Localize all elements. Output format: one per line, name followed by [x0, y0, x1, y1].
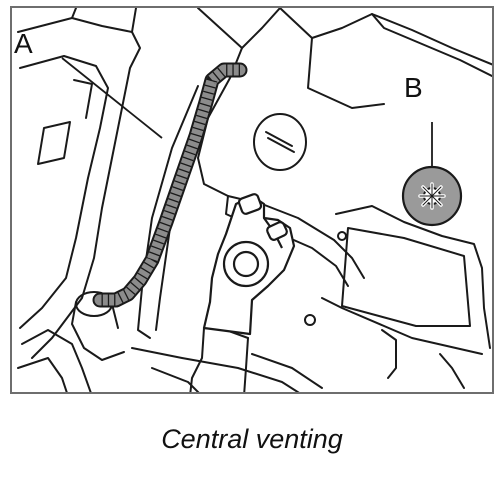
battery-terminal-clamp — [202, 193, 296, 336]
vent-plug — [401, 165, 463, 227]
vent-hose — [92, 62, 248, 308]
callout-label-b: B — [404, 72, 423, 103]
figure-caption: Central venting — [161, 424, 343, 454]
battery-area-illustration — [17, 8, 492, 392]
illustration-frame — [10, 6, 494, 394]
callout-label-a: A — [14, 28, 33, 59]
leader-line-a — [61, 57, 163, 139]
